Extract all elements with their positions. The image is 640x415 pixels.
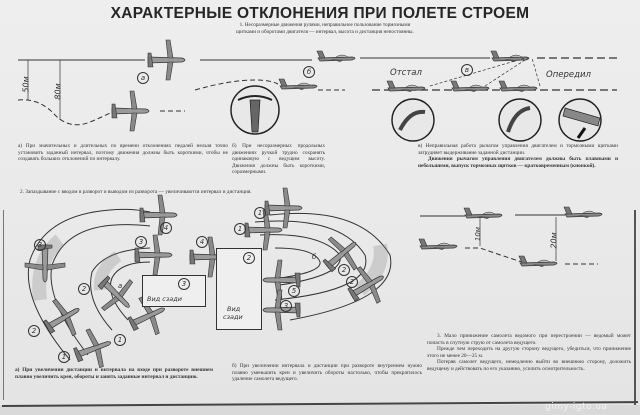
position-marker-4b: 4 xyxy=(196,236,208,248)
section1-heading-line2: щитками и оборотами двигателя — интервал… xyxy=(236,29,414,35)
section1-heading: 1. Несоразмерные движения рулями, неправ… xyxy=(180,22,470,36)
frame-border-right xyxy=(634,210,636,405)
caption-3: 3. Мало принижение самолета ведомого при… xyxy=(427,333,631,373)
label-2a: а xyxy=(118,282,123,290)
label-1a: а xyxy=(137,72,149,84)
caption-1a: а) При значительных и длительных по врем… xyxy=(18,143,228,163)
label-2b: б xyxy=(312,253,317,261)
leader-plane-icon xyxy=(463,207,503,220)
position-marker-3c: 3 xyxy=(280,300,292,312)
watermark: gimy-igto.ua xyxy=(545,402,608,412)
position-marker-1: 1 xyxy=(58,351,70,363)
wingman-plane-icon xyxy=(111,90,150,132)
position-marker-4: 4 xyxy=(160,222,172,234)
rear-view-inset-b: 2 Вид сзади xyxy=(216,248,262,330)
section2-heading: 2. Запаздывание с вводом в разворот и вы… xyxy=(20,189,252,195)
leader-plane-icon xyxy=(563,206,603,219)
leader-plane-icon xyxy=(316,50,356,63)
diagram-2a xyxy=(24,194,228,375)
throttle-hand-icon xyxy=(391,98,435,142)
caption-3-p1: 3. Мало принижение самолета ведомого при… xyxy=(427,333,631,346)
position-marker-2b: 2 xyxy=(78,283,90,295)
label-otstal: Отстал xyxy=(390,68,422,78)
position-marker-2: 2 xyxy=(28,325,40,337)
wingman-plane-icon xyxy=(450,80,490,93)
wingman-ahead-icon xyxy=(498,80,538,93)
label-operedil: Опередил xyxy=(546,70,591,80)
distance-label-80m: 80м xyxy=(53,83,63,100)
position-marker-1d: 1 xyxy=(254,207,266,219)
plane-pos-2-icon xyxy=(36,291,90,346)
inset-marker-2: 2 xyxy=(243,252,255,264)
position-marker-2d: 2 xyxy=(346,276,358,288)
diagram-1b xyxy=(194,50,490,135)
caption-1v: в) Неправильная работа рычагом управлени… xyxy=(418,143,618,169)
position-marker-5: 5 xyxy=(288,285,300,297)
wingman-behind-icon xyxy=(386,80,426,93)
diagram-1a xyxy=(17,39,312,132)
caption-3-p3: Потеряв самолет ведущего, немедленно вый… xyxy=(427,359,631,372)
distance-label-20m: 20м xyxy=(549,232,559,249)
document-title: ХАРАКТЕРНЫЕ ОТКЛОНЕНИЯ ПРИ ПОЛЕТЕ СТРОЕМ xyxy=(110,5,530,22)
leader-plane-icon xyxy=(490,50,530,63)
position-marker-3: 3 xyxy=(34,239,46,251)
position-marker-2c: 2 xyxy=(338,264,350,276)
position-marker-1b: 1 xyxy=(114,334,126,346)
caption-1b: б) При несоразмерных продольных движения… xyxy=(232,143,325,176)
caption-2b: б) При увеличении интервала и дистанции … xyxy=(232,363,422,383)
distance-label-10m: 10м xyxy=(474,226,483,242)
rear-view-label-line2: сзади xyxy=(223,313,243,321)
diagram-1v xyxy=(372,50,617,142)
formation-diagrams xyxy=(17,39,617,375)
caption-1v-line1: в) Неправильная работа рычагом управлени… xyxy=(418,143,618,156)
wingman-plane-icon xyxy=(418,238,458,251)
label-1v: в xyxy=(461,64,473,76)
rear-view-label-line1: Вид xyxy=(227,305,241,313)
rear-view-label: Вид сзади xyxy=(147,295,182,303)
caption-3-p2: Прежде чем переходить на другую сторону … xyxy=(427,346,631,359)
wingman-plane-icon xyxy=(278,78,318,91)
throttle-hand-icon xyxy=(498,98,542,142)
position-marker-1c: 1 xyxy=(234,223,246,235)
wingman-lower-icon xyxy=(518,255,558,268)
rear-view-inset-a: 3 Вид сзади xyxy=(142,275,206,307)
diagram-3 xyxy=(418,206,603,268)
diagram-2b xyxy=(244,187,394,331)
frame-border-left xyxy=(3,210,4,400)
inset-marker-3: 3 xyxy=(178,278,190,290)
leader-plane-icon xyxy=(147,39,186,81)
position-marker-3b: 3 xyxy=(135,236,147,248)
distance-label-50m: 50м xyxy=(21,76,31,93)
section1-heading-line1: 1. Несоразмерные движения рулями, неправ… xyxy=(239,22,411,28)
label-1b: б xyxy=(303,66,315,78)
caption-2a: а) При увеличении дистанции и интервала … xyxy=(15,367,213,380)
caption-1v-line2: Движения рычагом управления двигателем д… xyxy=(418,156,618,169)
